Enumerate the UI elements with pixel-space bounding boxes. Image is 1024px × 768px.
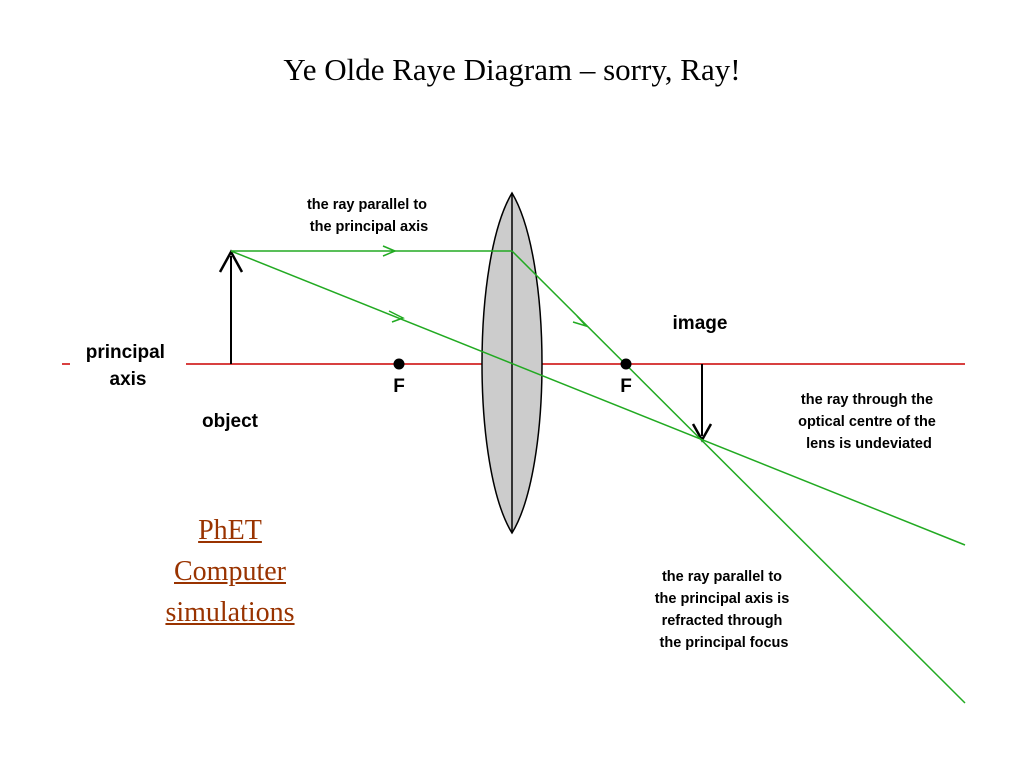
ray-centre-annotation: the ray through the optical centre of th… <box>798 392 940 452</box>
ray-parallel-arrow-icon <box>382 245 397 257</box>
focus-right-label: F <box>620 376 632 397</box>
phet-link-line: simulations <box>165 597 295 628</box>
focus-left-label: F <box>393 376 405 397</box>
focus-left-dot <box>393 358 405 370</box>
ray-refracted-annotation: the ray parallel to the principal axis i… <box>655 569 794 651</box>
ray-refracted <box>511 250 966 704</box>
ray-parallel-annotation: the ray parallel to the principal axis <box>307 197 431 235</box>
phet-simulations-link[interactable]: PhET Computer simulations <box>130 510 330 633</box>
focus-right-dot <box>620 358 632 370</box>
object-label: object <box>202 411 259 432</box>
slide-title: Ye Olde Raye Diagram – sorry, Ray! <box>283 52 741 87</box>
principal-axis-label: principal axis <box>86 342 170 390</box>
object-arrowhead <box>218 249 244 273</box>
phet-link-line: PhET <box>198 515 262 546</box>
phet-link-line: Computer <box>174 556 286 587</box>
ray-refracted-arrow-icon <box>572 315 589 328</box>
ray-through-centre <box>230 250 966 546</box>
image-label: image <box>673 313 728 334</box>
ray-centre-arrow-icon <box>388 310 405 323</box>
